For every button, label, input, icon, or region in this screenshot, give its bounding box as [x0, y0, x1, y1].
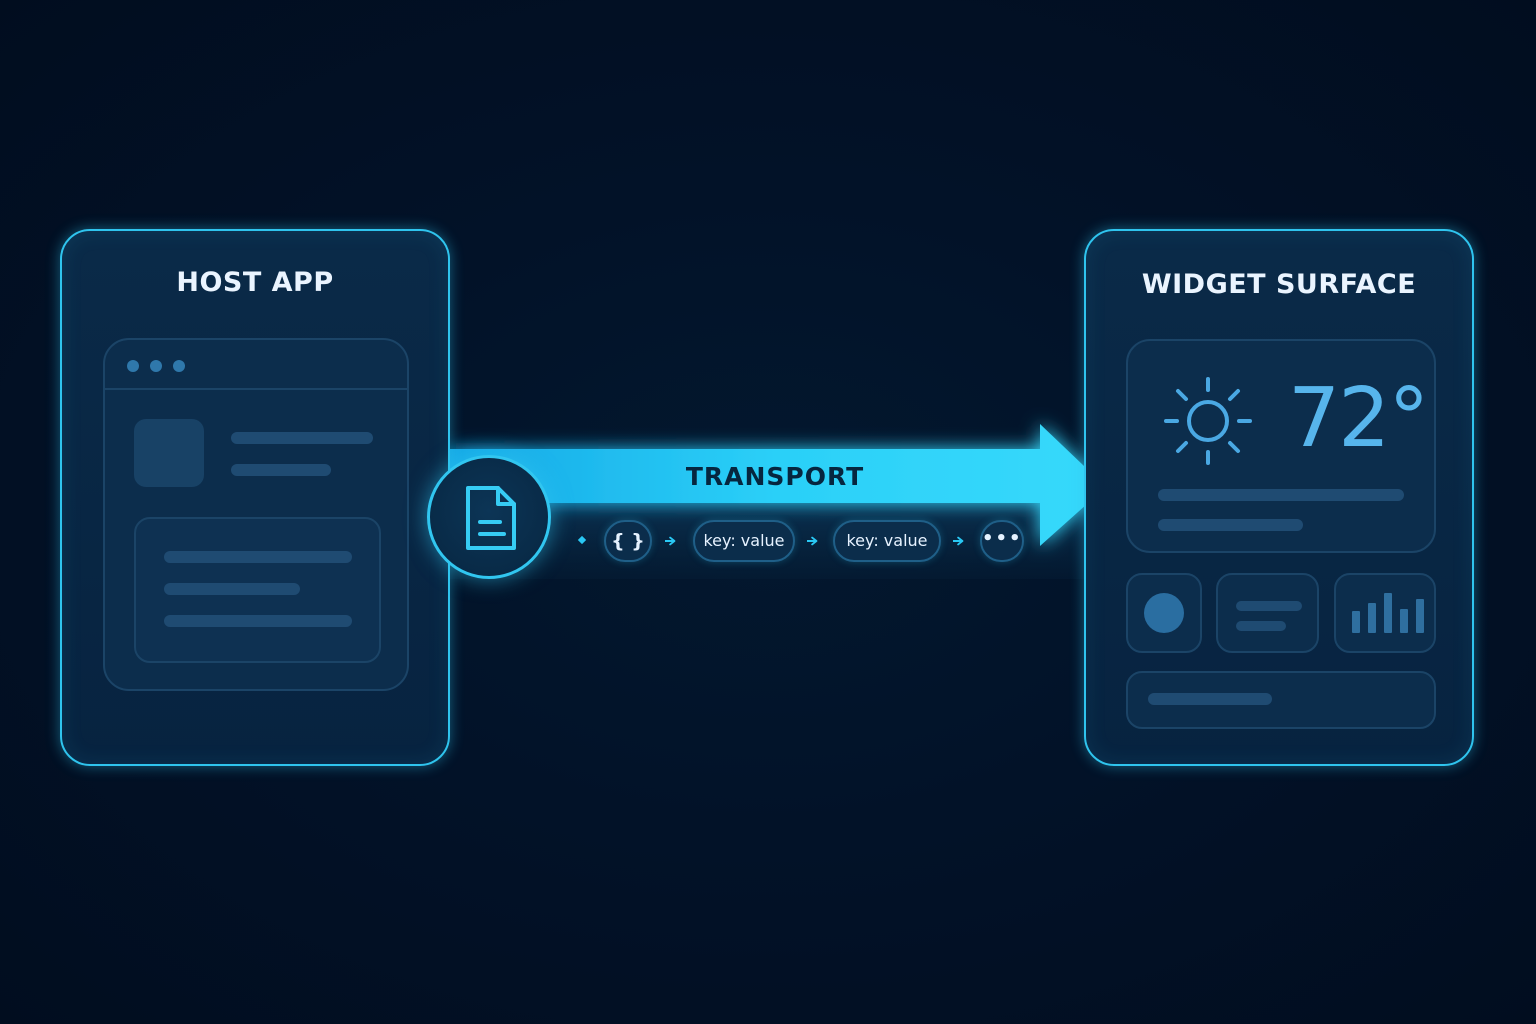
text-line-placeholder [1158, 489, 1404, 501]
bar-chart-icon-bar [1384, 593, 1392, 633]
window-titlebar-divider [105, 388, 407, 390]
widget-surface-panel: WIDGET SURFACE 72° [1084, 229, 1474, 766]
window-dot [127, 360, 139, 372]
circle-placeholder [1144, 593, 1184, 633]
text-line-placeholder [1236, 621, 1286, 631]
bar-chart-icon-bar [1352, 611, 1360, 633]
window-dot [173, 360, 185, 372]
flow-arrow-icon [665, 536, 676, 546]
more-items-chip: ••• [980, 520, 1024, 562]
key-value-chip: key: value [833, 520, 941, 562]
image-placeholder [134, 419, 204, 487]
widget-surface-title: WIDGET SURFACE [1141, 269, 1417, 300]
arrow-shape [450, 424, 1106, 546]
json-object-chip: { } [604, 520, 652, 562]
flow-arrow-icon [953, 536, 964, 546]
browser-window [103, 338, 409, 691]
bar-chart-icon-bar [1368, 603, 1376, 633]
sun-icon [1164, 377, 1252, 465]
text-line-placeholder [164, 615, 352, 627]
flow-start-marker [577, 535, 587, 545]
content-card [134, 517, 381, 663]
text-line-placeholder [164, 583, 300, 595]
payload-badge [427, 455, 551, 579]
bar-chart-icon-bar [1416, 599, 1424, 633]
document-icon [466, 486, 516, 550]
text-tile [1216, 573, 1319, 653]
text-line-placeholder [1158, 519, 1303, 531]
host-app-panel: HOST APP [60, 229, 450, 766]
bar-chart-icon-bar [1400, 609, 1408, 633]
avatar-tile [1126, 573, 1202, 653]
transport-label: TRANSPORT [685, 462, 865, 491]
flow-arrow-icon [807, 536, 818, 546]
footer-tile [1126, 671, 1436, 729]
text-line-placeholder [231, 432, 373, 444]
text-line-placeholder [1236, 601, 1302, 611]
text-line-placeholder [1148, 693, 1272, 705]
text-line-placeholder [164, 551, 352, 563]
chart-tile [1334, 573, 1436, 653]
weather-card: 72° [1126, 339, 1436, 553]
window-dot [150, 360, 162, 372]
text-line-placeholder [231, 464, 331, 476]
temperature-value: 72° [1288, 371, 1429, 466]
host-app-title: HOST APP [176, 267, 334, 298]
key-value-chip: key: value [693, 520, 795, 562]
